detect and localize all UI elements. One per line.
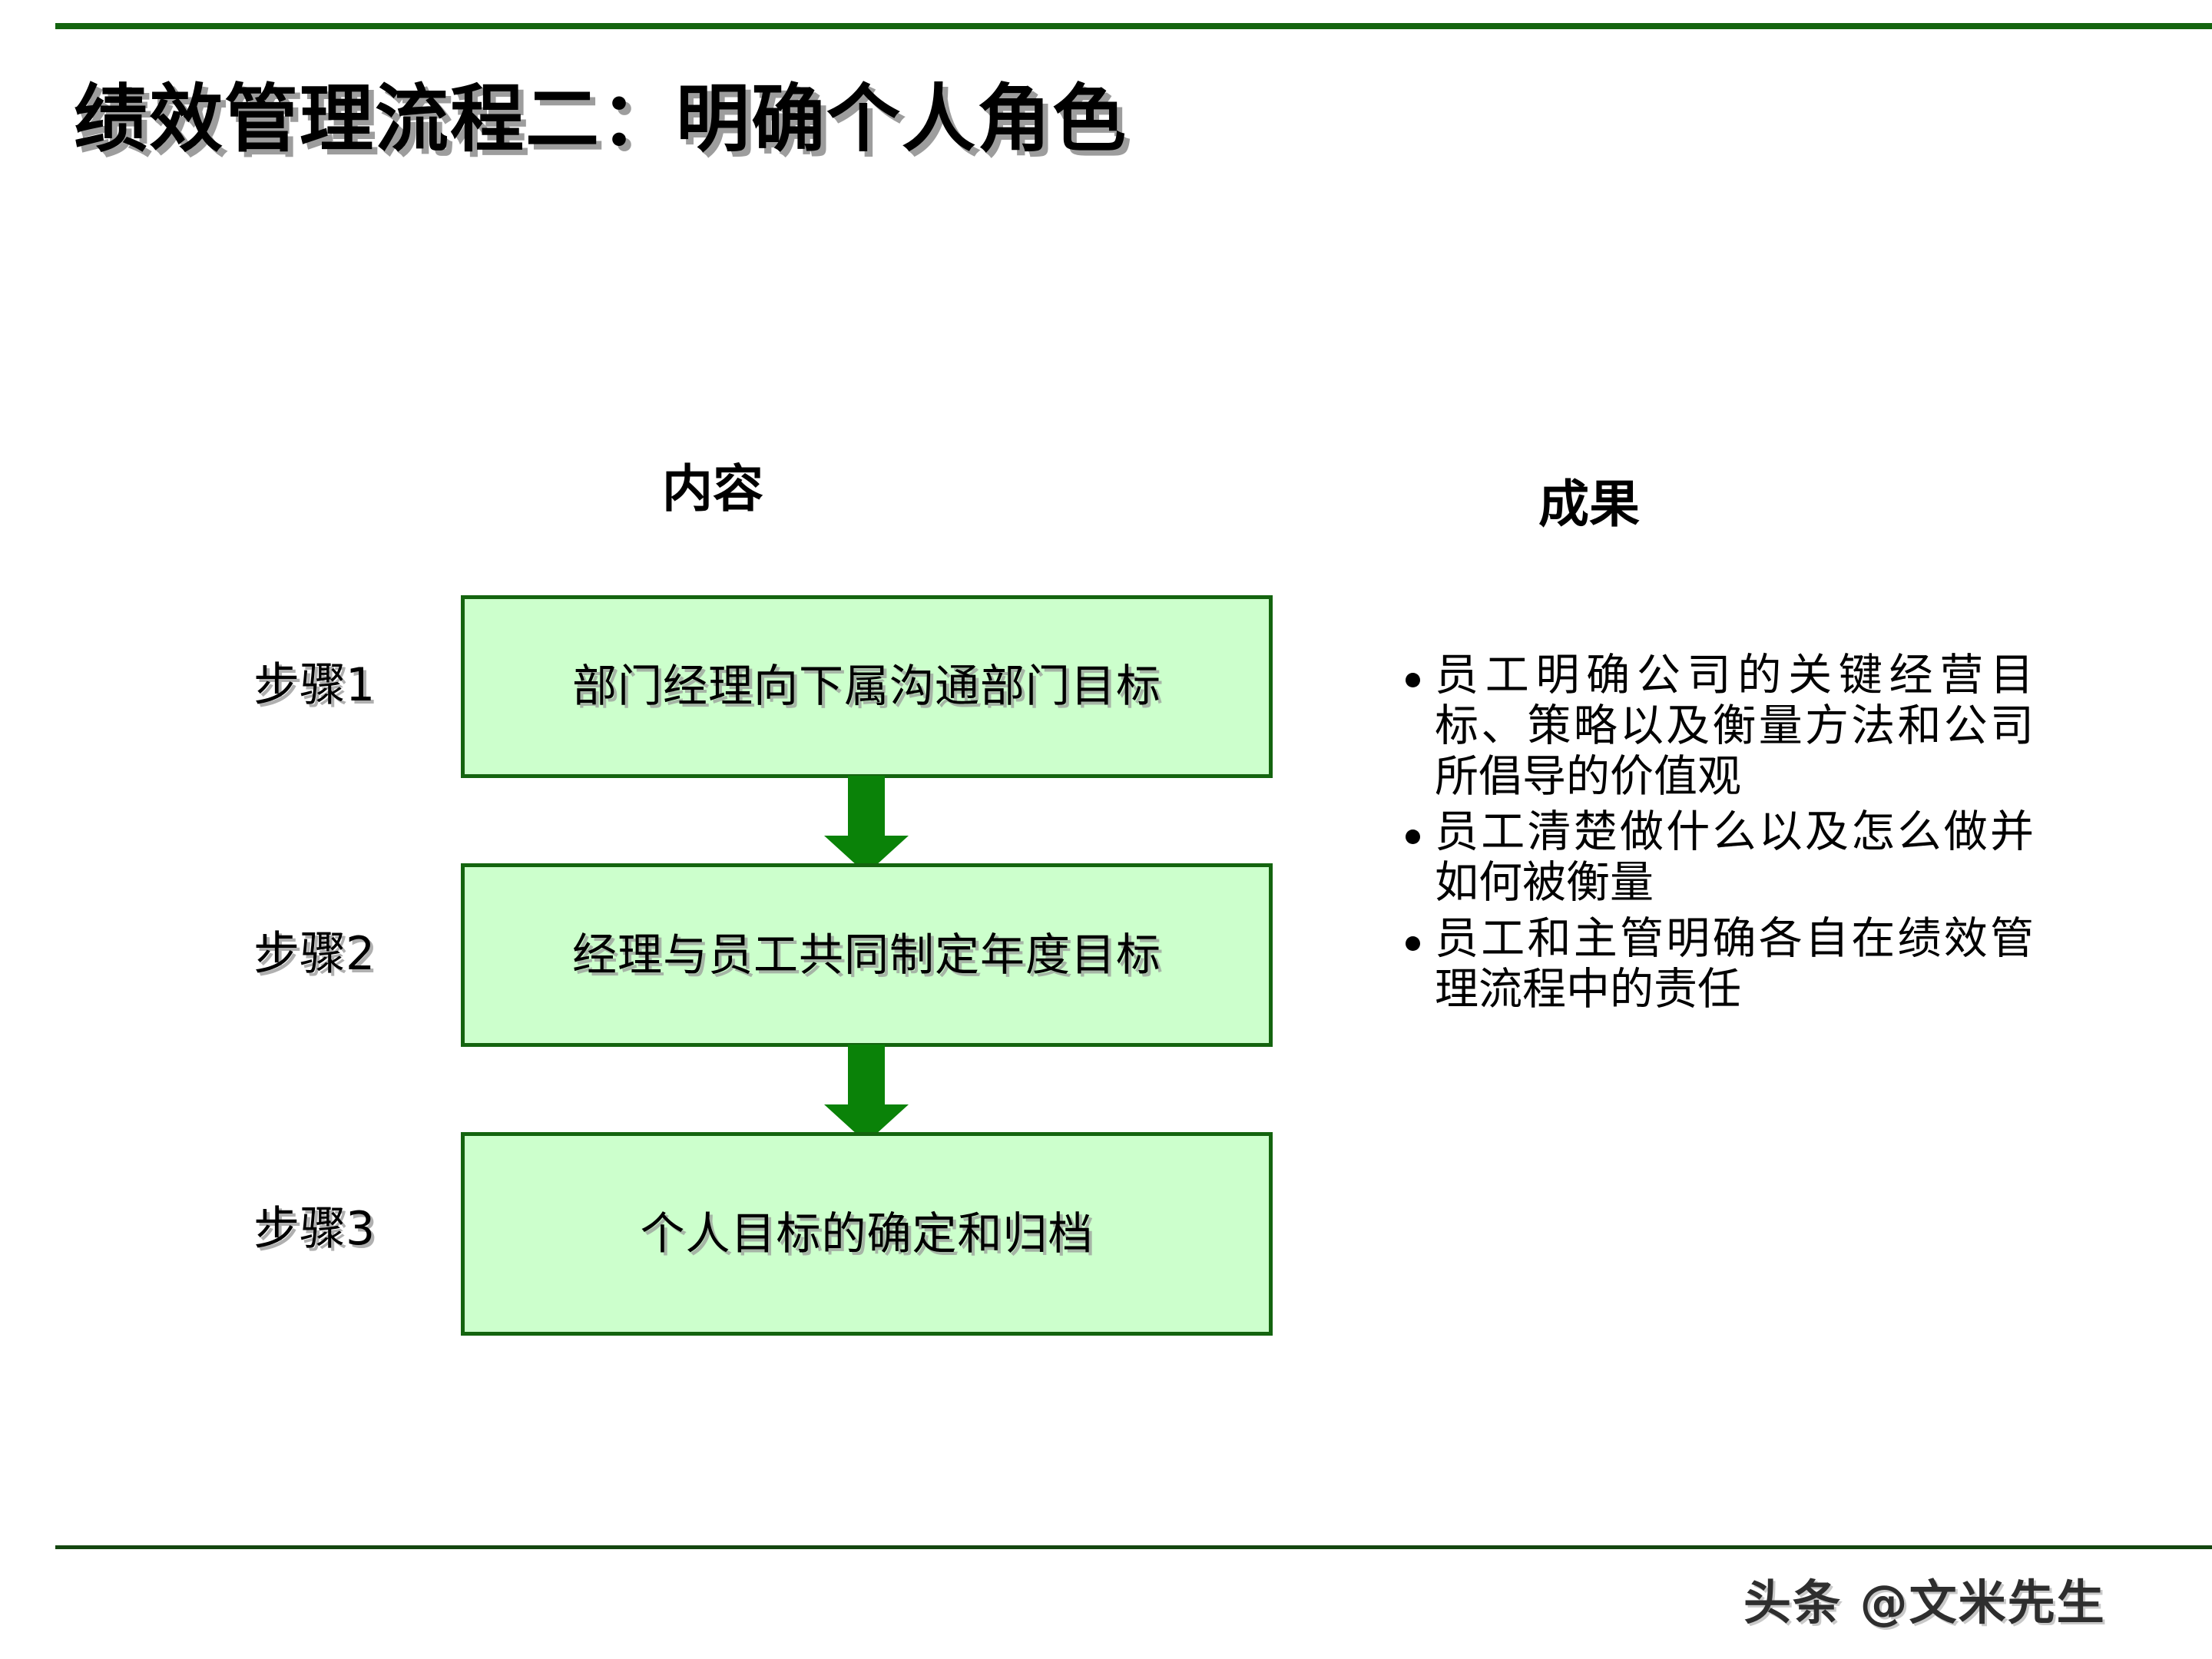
outcome-text: 员工明确公司的关键经营目标、策略以及衡量方法和公司所倡导的价值观	[1435, 650, 2034, 803]
bottom-accent-rule	[55, 1545, 2212, 1549]
down-arrow-icon-2	[824, 1045, 909, 1143]
list-item: 员工清楚做什么以及怎么做并如何被衡量	[1404, 806, 2034, 908]
bullet-icon	[1406, 830, 1420, 845]
list-item: 员工明确公司的关键经营目标、策略以及衡量方法和公司所倡导的价值观	[1404, 650, 2034, 802]
outcome-text: 员工清楚做什么以及怎么做并如何被衡量	[1435, 806, 2034, 909]
list-item: 员工和主管明确各自在绩效管理流程中的责任	[1404, 913, 2034, 1015]
bullet-icon	[1406, 935, 1420, 951]
column-header-content: 内容	[662, 459, 763, 518]
column-header-result: 成果	[1538, 475, 1640, 534]
flow-box-step-1[interactable]: 部门经理向下属沟通部门目标	[461, 595, 1273, 778]
flow-box-step-2-text: 经理与员工共同制定年度目标	[571, 928, 1161, 981]
step-label-3: 步骤3	[253, 1202, 376, 1256]
bullet-icon	[1406, 673, 1420, 687]
footer-watermark: 头条 @文米先生	[1743, 1575, 2106, 1631]
outcome-list: 员工明确公司的关键经营目标、策略以及衡量方法和公司所倡导的价值观 员工清楚做什么…	[1404, 650, 2034, 1019]
flow-box-step-2[interactable]: 经理与员工共同制定年度目标	[461, 863, 1273, 1047]
top-accent-rule	[55, 23, 2212, 29]
page-title: 绩效管理流程二：明确个人角色	[74, 76, 1128, 162]
flow-box-step-3[interactable]: 个人目标的确定和归档	[461, 1132, 1273, 1336]
down-arrow-icon-1	[824, 776, 909, 874]
flow-box-step-1-text: 部门经理向下属沟通部门目标	[571, 660, 1161, 713]
outcome-text: 员工和主管明确各自在绩效管理流程中的责任	[1435, 912, 2034, 1015]
flow-box-step-3-text: 个人目标的确定和归档	[640, 1207, 1094, 1260]
step-label-2: 步骤2	[253, 927, 376, 981]
step-label-1: 步骤1	[253, 658, 376, 712]
